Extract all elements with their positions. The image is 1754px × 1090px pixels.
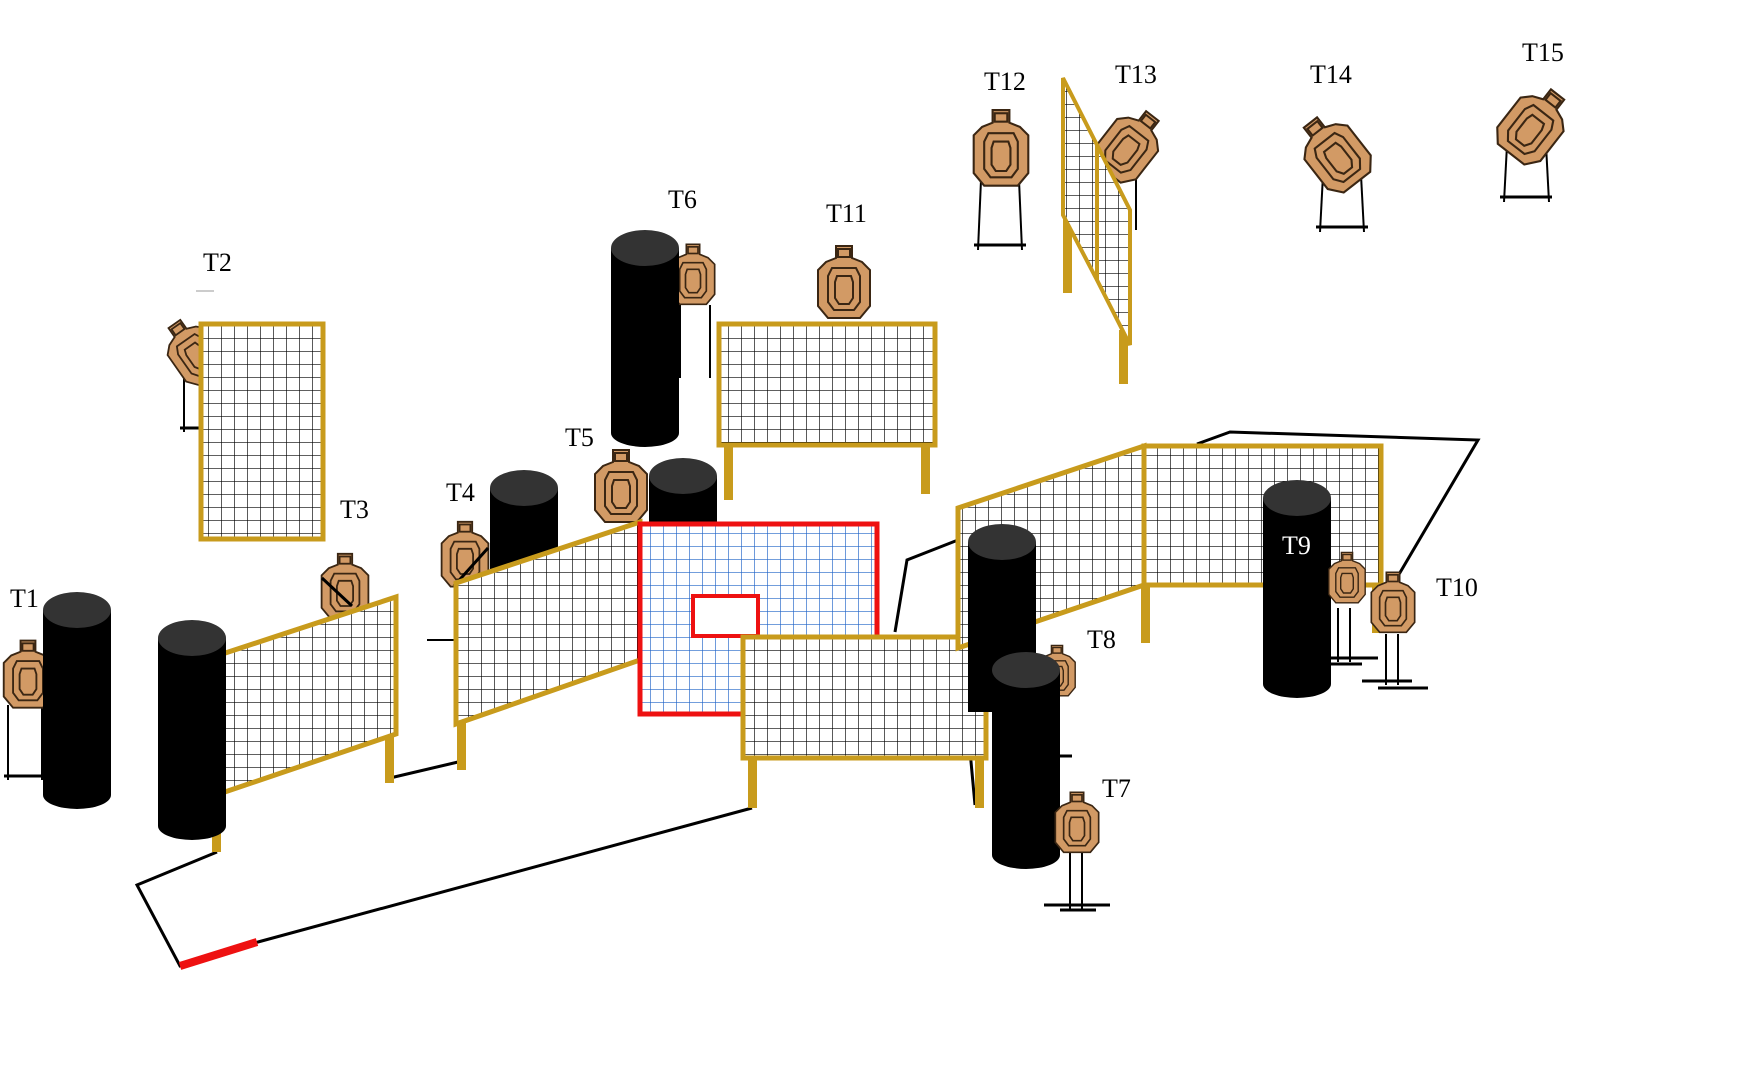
- wall-right-back: [1141, 443, 1384, 633]
- target-t2: [154, 309, 232, 432]
- wall-t11: [716, 321, 938, 500]
- barrel-t9: [1263, 480, 1331, 698]
- wall-far-angled: [1061, 77, 1132, 384]
- label-t3: T3: [340, 495, 369, 524]
- start-marker: [178, 938, 259, 970]
- label-t6: T6: [668, 185, 697, 214]
- wall-t2: [198, 321, 326, 542]
- wall-front-right: [740, 634, 989, 808]
- target-labels: T1 T2 T3 T4 T5 T6 T7 T8 T9 T10 T11 T12 T…: [10, 38, 1564, 803]
- target-t7: [1044, 791, 1110, 912]
- target-t6: [670, 243, 716, 378]
- label-t2: T2: [203, 248, 232, 277]
- label-t9: T9: [1282, 531, 1311, 560]
- target-t1: [2, 639, 54, 780]
- barrel-t1: [43, 592, 111, 809]
- label-t5: T5: [565, 423, 594, 452]
- barrel-tall-center: [611, 230, 679, 447]
- label-t4: T4: [446, 478, 475, 507]
- label-t15: T15: [1522, 38, 1564, 67]
- label-t14: T14: [1310, 60, 1352, 89]
- target-t9: [1326, 551, 1378, 666]
- label-t1: T1: [10, 584, 39, 613]
- label-t12: T12: [984, 67, 1026, 96]
- target-t10: [1362, 571, 1428, 690]
- barrel-left-2: [158, 620, 226, 840]
- target-t3: [320, 552, 370, 620]
- target-t14: [1287, 104, 1380, 233]
- target-t5: [594, 449, 648, 523]
- wall-t3: [207, 593, 399, 852]
- target-t11: [817, 245, 871, 319]
- label-t11: T11: [826, 199, 867, 228]
- label-t13: T13: [1115, 60, 1157, 89]
- target-t15: [1488, 76, 1581, 203]
- target-t12: [972, 108, 1030, 251]
- label-t7: T7: [1102, 774, 1131, 803]
- barrel-t7: [992, 652, 1060, 869]
- label-t10: T10: [1436, 573, 1478, 602]
- label-t8: T8: [1087, 625, 1116, 654]
